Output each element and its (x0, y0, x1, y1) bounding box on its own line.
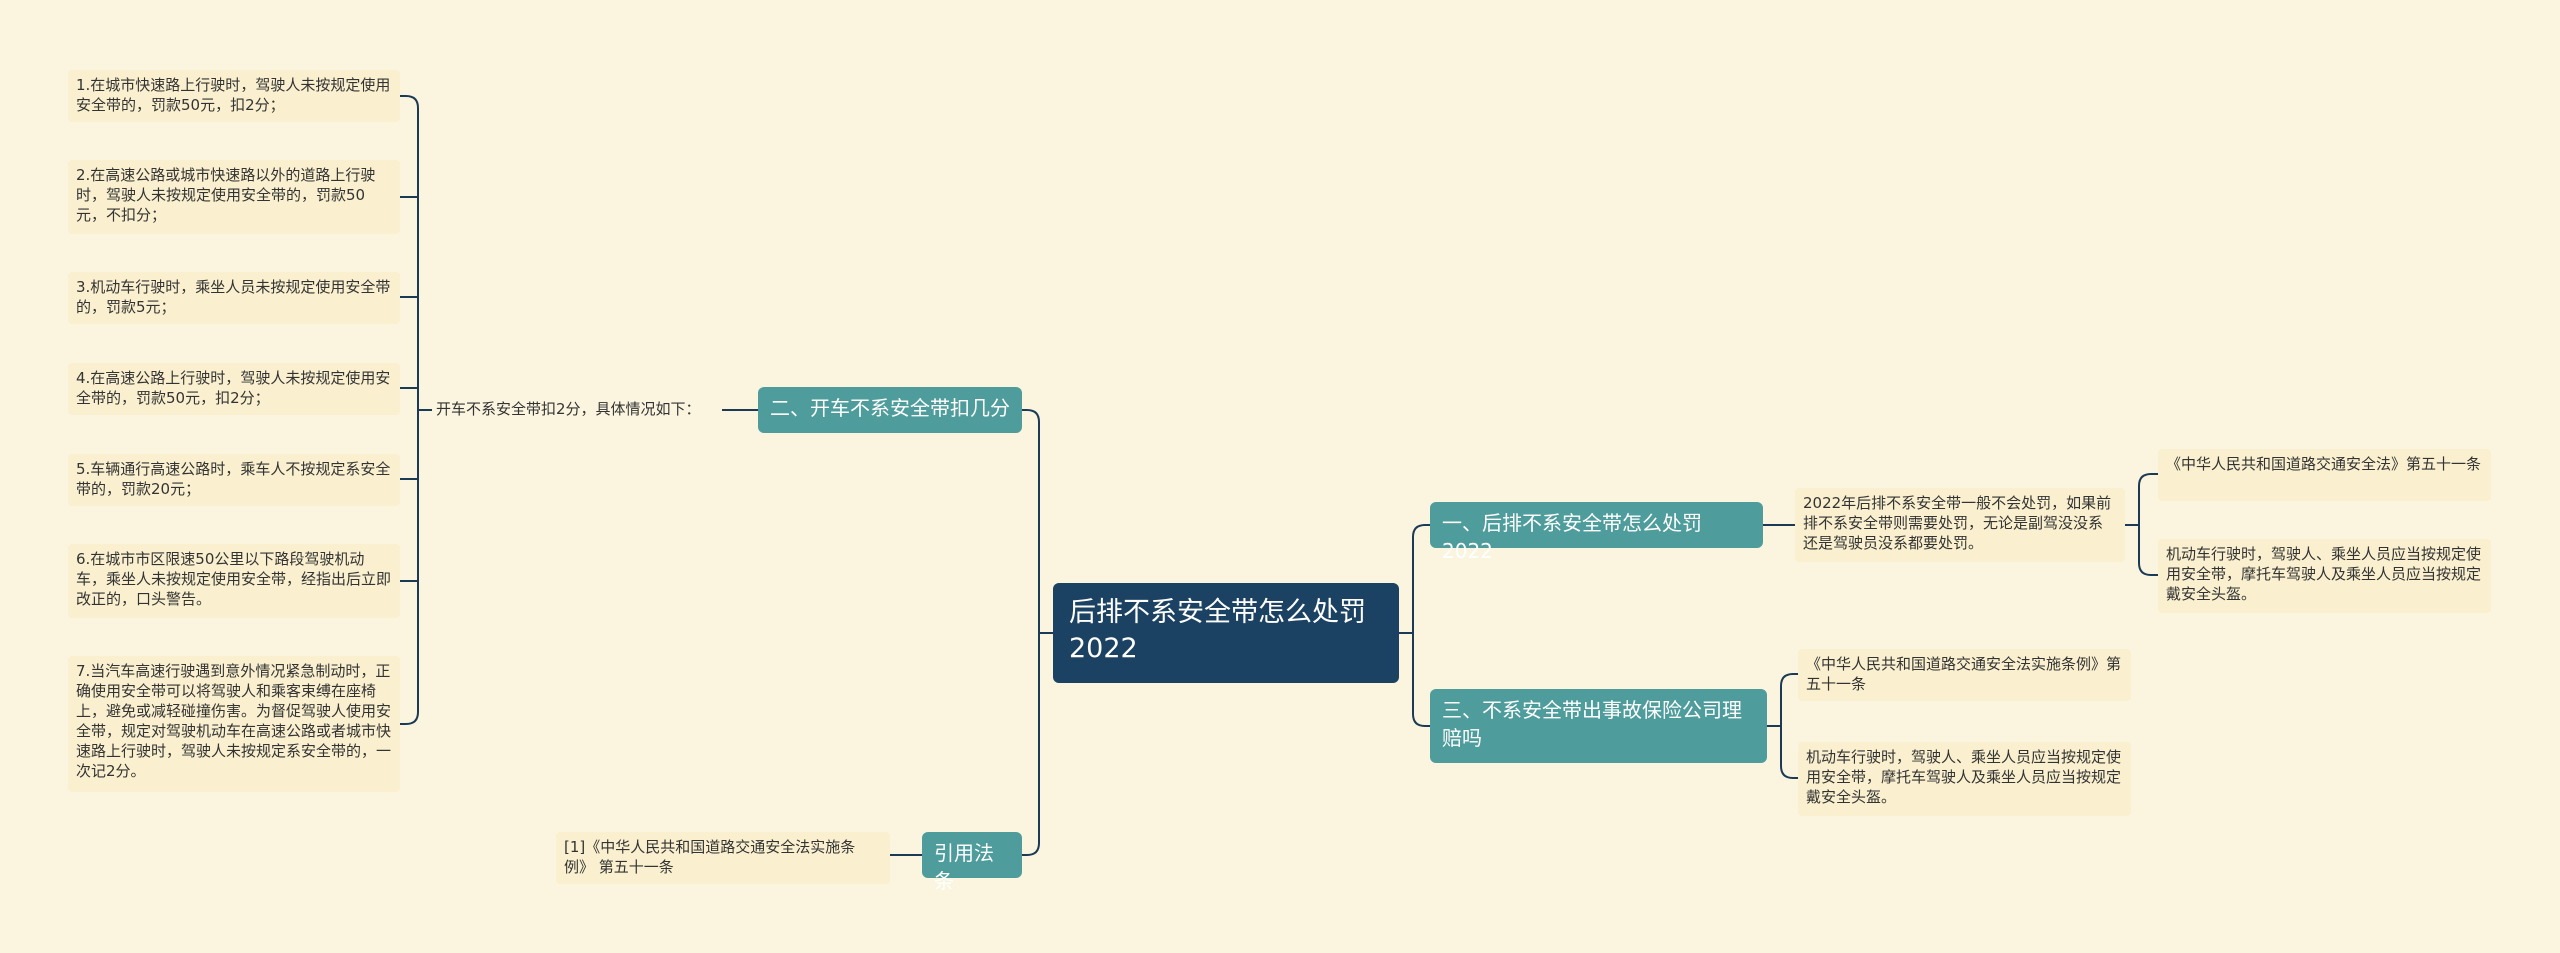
branch-4-citation-text: [1]《中华人民共和国道路交通安全法实施条例》 第五十一条 (564, 838, 856, 876)
list-item[interactable]: 6.在城市市区限速50公里以下路段驾驶机动车，乘坐人未按规定使用安全带，经指出后… (68, 544, 400, 618)
branch-3-label: 三、不系安全带出事故保险公司理赔吗 (1442, 698, 1742, 750)
link-root-b4 (1022, 633, 1040, 856)
link-b3-laws (1767, 673, 1798, 779)
list-item-text: 7.当汽车高速行驶遇到意外情况紧急制动时，正确使用安全带可以将驾驶人和乘客束缚在… (76, 662, 392, 780)
list-item[interactable]: 1.在城市快速路上行驶时，驾驶人未按规定使用安全带的，罚款50元，扣2分； (68, 70, 400, 122)
branch-3-law-content[interactable]: 机动车行驶时，驾驶人、乘坐人员应当按规定使用安全带，摩托车驾驶人及乘坐人员应当按… (1798, 742, 2131, 816)
link-root-b2 (1022, 409, 1053, 634)
branch-2-intro[interactable]: 开车不系安全带扣2分，具体情况如下： (436, 399, 720, 423)
list-item[interactable]: 7.当汽车高速行驶遇到意外情况紧急制动时，正确使用安全带可以将驾驶人和乘客束缚在… (68, 656, 400, 792)
branch-4-citation[interactable]: [1]《中华人民共和国道路交通安全法实施条例》 第五十一条 (556, 832, 890, 884)
list-item[interactable]: 4.在高速公路上行驶时，驾驶人未按规定使用安全带的，罚款50元，扣2分； (68, 363, 400, 415)
list-item[interactable]: 3.机动车行驶时，乘坐人员未按规定使用安全带的，罚款5元； (68, 272, 400, 324)
branch-1-law-title[interactable]: 《中华人民共和国道路交通安全法》第五十一条 (2158, 449, 2491, 501)
root-topic[interactable]: 后排不系安全带怎么处罚2022 (1053, 583, 1399, 683)
link-intro-items (400, 95, 432, 725)
branch-1-label: 一、后排不系安全带怎么处罚2022 (1442, 511, 1702, 563)
list-item-text: 3.机动车行驶时，乘坐人员未按规定使用安全带的，罚款5元； (76, 278, 391, 316)
list-item-text: 2.在高速公路或城市快速路以外的道路上行驶时，驾驶人未按规定使用安全带的，罚款5… (76, 166, 376, 224)
branch-2[interactable]: 二、开车不系安全带扣几分 (758, 387, 1022, 433)
branch-4[interactable]: 引用法条 (922, 832, 1022, 893)
branch-2-intro-text: 开车不系安全带扣2分，具体情况如下： (436, 400, 701, 418)
list-item-text: 5.车辆通行高速公路时，乘车人不按规定系安全带的，罚款20元； (76, 460, 391, 498)
list-item-text: 6.在城市市区限速50公里以下路段驾驶机动车，乘坐人未按规定使用安全带，经指出后… (76, 550, 392, 608)
link-root-b3 (1412, 633, 1430, 727)
branch-3-law-title-text: 《中华人民共和国道路交通安全法实施条例》第五十一条 (1806, 655, 2122, 693)
branch-3-law-title[interactable]: 《中华人民共和国道路交通安全法实施条例》第五十一条 (1798, 649, 2131, 701)
branch-1-text[interactable]: 2022年后排不系安全带一般不会处罚，如果前排不系安全带则需要处罚，无论是副驾没… (1795, 488, 2125, 562)
list-item[interactable]: 5.车辆通行高速公路时，乘车人不按规定系安全带的，罚款20元； (68, 454, 400, 506)
list-item-text: 4.在高速公路上行驶时，驾驶人未按规定使用安全带的，罚款50元，扣2分； (76, 369, 391, 407)
list-item[interactable]: 2.在高速公路或城市快速路以外的道路上行驶时，驾驶人未按规定使用安全带的，罚款5… (68, 160, 400, 234)
link-root-b1 (1399, 524, 1430, 634)
list-item-text: 1.在城市快速路上行驶时，驾驶人未按规定使用安全带的，罚款50元，扣2分； (76, 76, 391, 114)
branch-1-law-content[interactable]: 机动车行驶时，驾驶人、乘坐人员应当按规定使用安全带，摩托车驾驶人及乘坐人员应当按… (2158, 539, 2491, 613)
branch-1-law-content-text: 机动车行驶时，驾驶人、乘坐人员应当按规定使用安全带，摩托车驾驶人及乘坐人员应当按… (2166, 545, 2482, 603)
branch-1[interactable]: 一、后排不系安全带怎么处罚2022 (1430, 502, 1763, 563)
branch-1-text-content: 2022年后排不系安全带一般不会处罚，如果前排不系安全带则需要处罚，无论是副驾没… (1803, 494, 2112, 552)
branch-4-label: 引用法条 (934, 841, 994, 893)
link-b1text-laws (2125, 473, 2158, 576)
branch-2-label: 二、开车不系安全带扣几分 (770, 396, 1010, 420)
branch-1-law-title-text: 《中华人民共和国道路交通安全法》第五十一条 (2166, 455, 2482, 473)
branch-3[interactable]: 三、不系安全带出事故保险公司理赔吗 (1430, 689, 1767, 763)
root-topic-label: 后排不系安全带怎么处罚2022 (1069, 597, 1366, 664)
branch-3-law-content-text: 机动车行驶时，驾驶人、乘坐人员应当按规定使用安全带，摩托车驾驶人及乘坐人员应当按… (1806, 748, 2122, 806)
